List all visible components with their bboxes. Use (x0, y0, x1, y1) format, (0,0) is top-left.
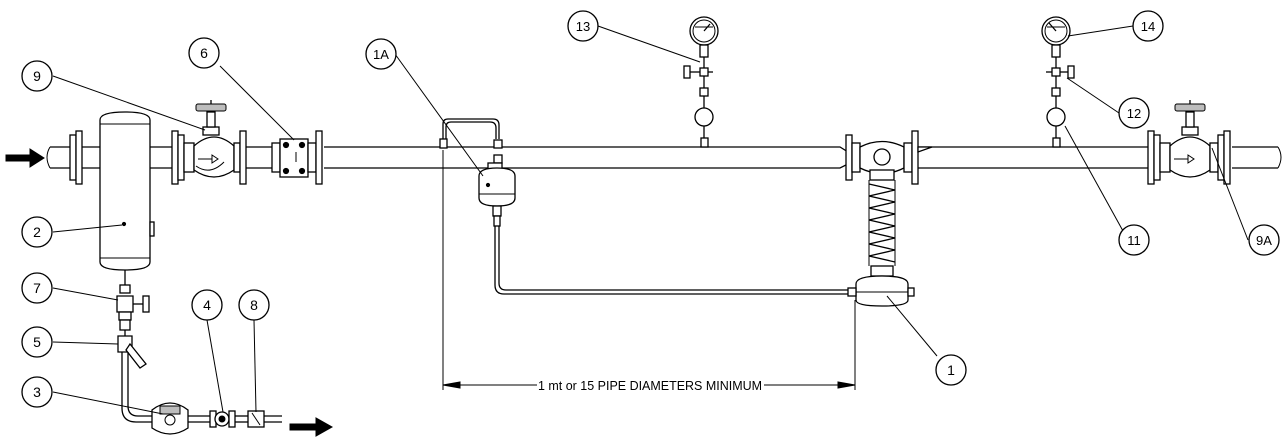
globe-valve-9A (1147, 100, 1231, 185)
callout-9A-label: 9A (1256, 233, 1272, 248)
callout-7: 7 (21, 272, 53, 304)
callout-9-label: 9 (33, 68, 41, 84)
callout-2: 2 (21, 216, 53, 248)
callout-1-label: 1 (947, 362, 955, 378)
inlet-flange (69, 130, 83, 185)
callout-3: 3 (21, 376, 53, 408)
callout-4: 4 (191, 289, 223, 321)
main-pipeline (46, 146, 1282, 169)
outlet-flow-arrow (289, 417, 334, 437)
callout-1A: 1A (365, 38, 397, 70)
minimum-distance-dimension: 1 mt or 15 PIPE DIAMETERS MINIMUM (442, 150, 856, 393)
callout-14: 14 (1132, 10, 1164, 42)
callout-11-label: 11 (1127, 233, 1141, 248)
callout-8: 8 (238, 289, 270, 321)
pressure-gauge-13 (683, 16, 719, 148)
callout-5: 5 (21, 326, 53, 358)
callout-5-label: 5 (33, 334, 41, 350)
flanged-strainer-6 (271, 130, 323, 185)
callout-6: 6 (188, 37, 220, 69)
dimension-label: 1 mt or 15 PIPE DIAMETERS MINIMUM (538, 379, 762, 393)
callout-4-label: 4 (203, 297, 211, 313)
callout-12: 12 (1118, 97, 1150, 129)
callout-1A-label: 1A (373, 47, 389, 62)
callout-12-label: 12 (1127, 106, 1141, 121)
separator-outlet-flange (171, 130, 185, 185)
callout-leaders (52, 25, 1249, 415)
callout-9: 9 (21, 60, 53, 92)
callout-13-label: 13 (576, 19, 590, 34)
callout-14-label: 14 (1141, 19, 1155, 34)
callout-9A: 9A (1248, 224, 1280, 256)
impulse-line-sensing-pot (439, 118, 848, 295)
drain-line (116, 284, 282, 435)
pressure-gauge-14 (1041, 16, 1075, 148)
callout-3-label: 3 (33, 384, 41, 400)
callout-13: 13 (567, 10, 599, 42)
callout-1: 1 (935, 354, 967, 386)
callout-7-label: 7 (33, 280, 41, 296)
callout-11: 11 (1118, 224, 1150, 256)
inlet-flow-arrow (5, 148, 45, 168)
globe-valve-9 (183, 100, 247, 185)
callout-8-label: 8 (250, 297, 258, 313)
separator (99, 111, 155, 285)
pressure-reducing-valve-1 (826, 130, 933, 307)
callout-2-label: 2 (33, 224, 41, 240)
callout-6-label: 6 (200, 45, 208, 61)
